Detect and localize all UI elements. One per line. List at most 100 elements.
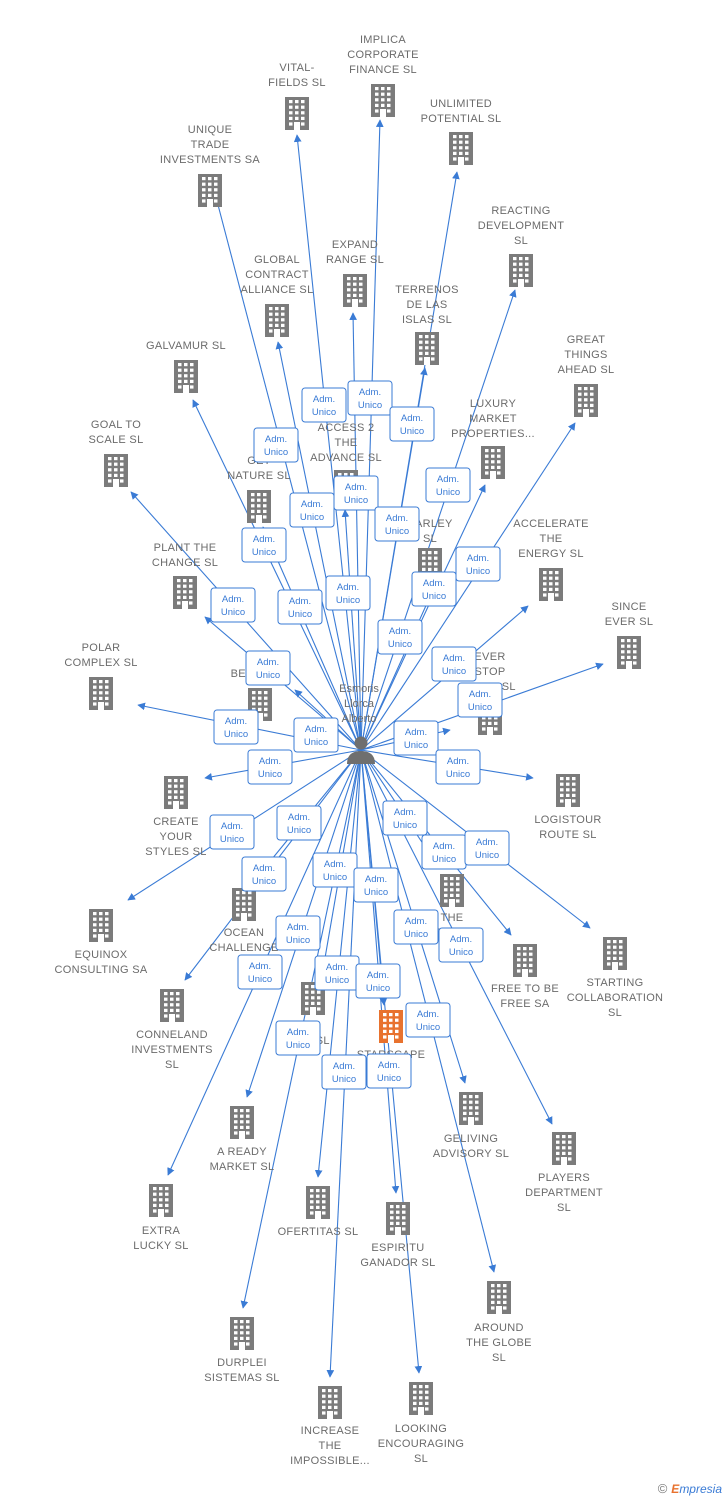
role-label-text: Unico — [404, 740, 428, 751]
company-label: PLAYERS — [538, 1172, 590, 1184]
company-label: GELIVING — [444, 1133, 498, 1145]
company-node[interactable]: A READY MARKET SL — [210, 1106, 275, 1173]
company-label: CORPORATE — [347, 49, 419, 61]
role-label-text: Adm. — [253, 863, 275, 874]
company-label: PLANT THE — [154, 542, 217, 554]
company-node[interactable]: OCEAN CHALLENGE — [209, 888, 278, 954]
company-label: CHALLENGE — [209, 942, 278, 954]
role-label-text: Adm. — [259, 756, 281, 767]
role-label-text: Unico — [446, 769, 470, 780]
role-label-text: Unico — [288, 609, 312, 620]
company-label: CONSULTING SA — [55, 964, 148, 976]
role-label-text: Adm. — [222, 594, 244, 605]
company-label: FINANCE SL — [349, 64, 417, 76]
footer-brand: ©Empresia — [658, 1481, 722, 1496]
company-label: OCEAN — [224, 927, 265, 939]
role-label-text: Unico — [336, 595, 360, 606]
role-label-text: Adm. — [443, 653, 465, 664]
company-label: OFERTITAS SL — [278, 1226, 359, 1238]
company-node[interactable]: INCREASETHEIMPOSSIBLE... — [290, 1386, 370, 1467]
company-label: SL — [423, 533, 437, 545]
company-node[interactable]: UNLIMITED POTENTIAL SL — [421, 98, 502, 165]
company-label: THE — [319, 1440, 342, 1452]
role-label-text: Adm. — [249, 961, 271, 972]
role-label-text: Unico — [468, 702, 492, 713]
company-label: MARKET SL — [210, 1161, 275, 1173]
company-node[interactable]: GETNATURE SL — [227, 455, 291, 523]
company-label: NATURE SL — [227, 470, 291, 482]
building-icon — [89, 677, 113, 710]
building-icon — [164, 776, 188, 809]
role-label: Adm.Unico — [464, 830, 510, 866]
role-label-text: Adm. — [450, 934, 472, 945]
role-label-text: Adm. — [225, 716, 247, 727]
company-label: LUCKY SL — [133, 1240, 188, 1252]
role-label-text: Unico — [404, 929, 428, 940]
company-label: ISLAS SL — [402, 314, 452, 326]
role-label: Adm.Unico — [438, 927, 484, 963]
company-label: GREAT — [567, 334, 606, 346]
building-icon — [318, 1386, 342, 1419]
company-node[interactable]: LUXURYMARKETPROPERTIES... — [451, 398, 535, 479]
company-node[interactable]: VITAL-FIELDS SL — [268, 62, 326, 130]
copyright-icon: © — [657, 1481, 668, 1496]
company-label: EVER — [474, 651, 505, 663]
company-node[interactable]: GALVAMUR SL — [146, 340, 226, 393]
role-label-text: Adm. — [467, 553, 489, 564]
building-icon — [379, 1010, 403, 1043]
building-icon — [89, 909, 113, 942]
role-label: Adm.Unico — [213, 709, 259, 745]
company-label: DEVELOPMENT — [478, 220, 564, 232]
brand-initial: E — [671, 1482, 680, 1496]
role-label: Adm.Unico — [301, 387, 347, 423]
company-label: A READY — [217, 1146, 267, 1158]
company-node[interactable]: IMPLICA CORPORATE FINANCE SL — [347, 34, 419, 117]
company-label: ENCOURAGING — [378, 1438, 464, 1450]
role-label-text: Unico — [442, 666, 466, 677]
company-node[interactable]: OFERTITAS SL — [278, 1186, 359, 1238]
building-icon — [160, 989, 184, 1022]
company-label: UNLIMITED — [430, 98, 492, 110]
role-label: Adm.Unico — [421, 834, 467, 870]
company-label: IMPLICA — [360, 34, 406, 46]
company-label: SCALE SL — [89, 434, 144, 446]
building-icon — [487, 1281, 511, 1314]
company-label: COMPLEX SL — [64, 657, 137, 669]
company-label: POTENTIAL SL — [421, 113, 502, 125]
role-label-text: Adm. — [301, 499, 323, 510]
company-label: STYLES SL — [145, 846, 206, 858]
company-node[interactable]: EXTRA LUCKY SL — [133, 1184, 188, 1252]
role-label: Adm.Unico — [293, 717, 339, 753]
company-label: EXTRA — [142, 1225, 181, 1237]
building-icon — [173, 576, 197, 609]
role-label: Adm.Unico — [277, 589, 323, 625]
building-icon — [552, 1132, 576, 1165]
role-label-text: Adm. — [324, 859, 346, 870]
building-icon — [617, 636, 641, 669]
